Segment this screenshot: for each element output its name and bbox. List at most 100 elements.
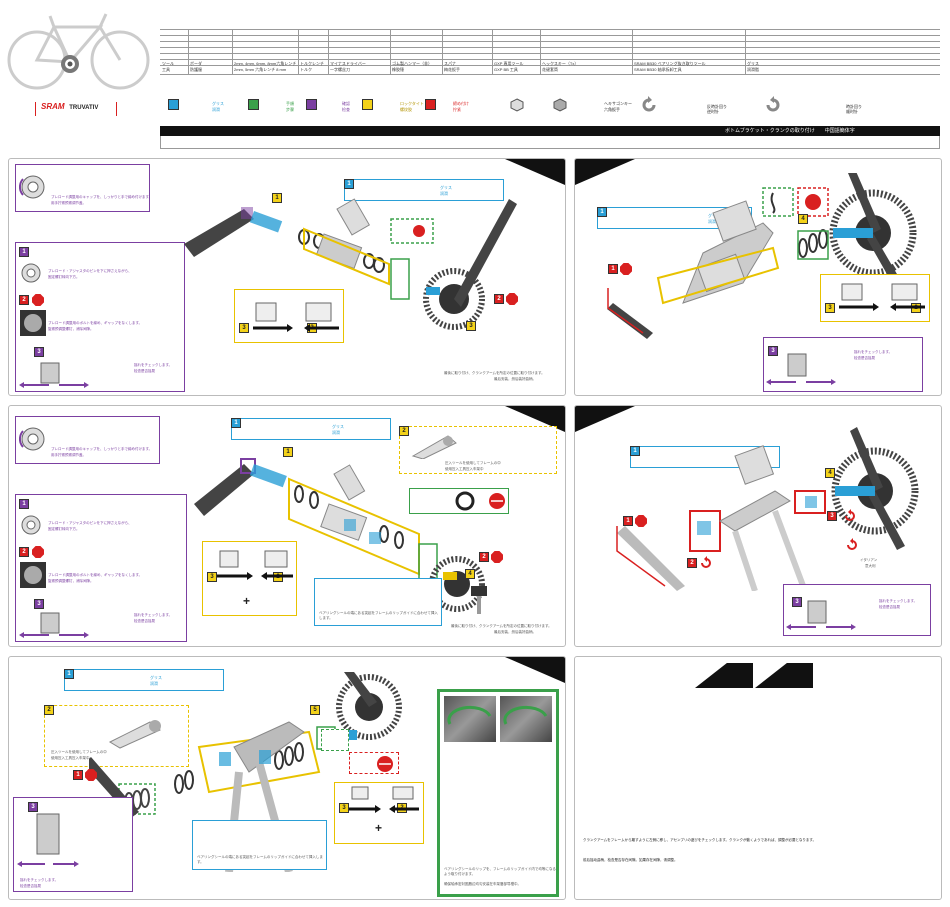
tool-cell: GXP 専用ツール bbox=[494, 61, 524, 66]
press-tool-icon bbox=[839, 283, 925, 311]
press-tool-callout: 3 2 bbox=[234, 289, 344, 343]
step-tag: 1 bbox=[283, 447, 293, 457]
legend-label: 顺时针 bbox=[846, 109, 858, 114]
section-header-bar: ボトムブラケット・クランクの取り付け 中国語簡体字 bbox=[160, 126, 940, 136]
bearing-photo-callout: ベアリングシールのリップを、フレームのリップガイド内で均等になるよう取り付けます… bbox=[437, 689, 559, 897]
tool-cell: ボーダ bbox=[190, 61, 202, 66]
panel-tab-marker bbox=[755, 663, 813, 688]
tool-cell: マイナスドライバー bbox=[330, 61, 366, 66]
note-text: ベアリングシールの端にある突起をフレームのリップガイドに合わせて挿入します。 bbox=[197, 855, 323, 864]
wobble-check-callout: 3 揺れをチェックします。 检查是否摇晃 bbox=[13, 797, 133, 892]
step-tag: 2 bbox=[19, 295, 29, 305]
tool-cell: トルクレンチ bbox=[300, 61, 324, 66]
legend-label: 螺纹胶 bbox=[400, 107, 412, 112]
note-text: 固定螺钉转向下方。 bbox=[48, 527, 80, 531]
tool-cell: ゴム製ハンマー（非） bbox=[392, 61, 432, 66]
panel-tab-marker bbox=[695, 663, 753, 688]
bearing-seal-callout: ベアリングシールの端にある突起をフレームのリップガイドに合わせて挿入します。 bbox=[192, 820, 327, 870]
preload-cap-callout: プレロード調整用のキャップを、しっかりと手で締め付けます。 用手拧紧预紧调节盖。 bbox=[15, 416, 160, 464]
wobble-check-icon bbox=[19, 362, 89, 388]
step-tag: 3 bbox=[825, 303, 835, 313]
note-text: ベアリングシールの端にある突起をフレームのリップガイドに合わせて挿入します。 bbox=[319, 611, 438, 620]
tool-cell: ヘックスキー（Tx） bbox=[542, 61, 579, 66]
note-text: プレロード調整用のボルトを締め、ギャップをなくします。 bbox=[48, 573, 143, 577]
wobble-check-callout: 3 揺れをチェックします。 检查是否摇晃 bbox=[763, 337, 923, 392]
step-tag: 4 bbox=[825, 468, 835, 478]
bearing-photo-2 bbox=[500, 696, 552, 742]
panel-corner bbox=[575, 406, 635, 432]
grease-label: グリス bbox=[332, 424, 344, 429]
grease-label: グリス bbox=[150, 675, 162, 680]
note-text: 圧入ツールを使用してフレームの中 bbox=[445, 461, 501, 465]
note-text: 意大利 bbox=[865, 564, 876, 568]
step-tag: 4 bbox=[798, 214, 808, 224]
wobble-check-icon bbox=[17, 813, 79, 867]
wave-washer-icon bbox=[489, 493, 505, 509]
press-fit-tool-callout: 2 圧入ツールを使用してフレームの中 使用压入工具压入车架中 bbox=[44, 705, 189, 767]
tool-cell: グリス bbox=[747, 61, 759, 66]
bearing-photo-1 bbox=[444, 696, 496, 742]
step-tag: 4 bbox=[465, 569, 475, 579]
hex-nut-icon bbox=[510, 98, 524, 112]
preload-cap-icon bbox=[19, 175, 45, 199]
grease-callout: 1 グリス 润滑 bbox=[64, 669, 224, 691]
step-tag: 3 bbox=[34, 347, 44, 357]
note-text: 检查是否摇晃 bbox=[134, 369, 155, 373]
tool-table: ツール ボーダ 2mm, 4mm, 6mm, 8mm六角レンチ トルクレンチ マ… bbox=[160, 29, 940, 75]
tool-cell: GXP BB 工具 bbox=[494, 67, 518, 72]
grease-label: 润滑 bbox=[150, 681, 158, 686]
adjuster-icon bbox=[21, 515, 41, 535]
bicycle-illustration bbox=[7, 13, 150, 90]
step-tag: 1 bbox=[597, 207, 607, 217]
panel-step-6: クランクアームをフレームから離すように左側に移し、アセンブリの遊びをチェックしま… bbox=[574, 656, 942, 900]
torque-icon bbox=[620, 263, 632, 275]
note-text: 用手拧紧预紧调节盖。 bbox=[51, 453, 86, 457]
step-tag: 1 bbox=[623, 516, 633, 526]
panel-step-1: プレロード調整用のキャップを、しっかりと手で締め付けます。 用手拧紧预紧调节盖。… bbox=[8, 158, 566, 396]
torque-icon bbox=[506, 293, 518, 305]
crankset-exploded-view bbox=[616, 427, 919, 591]
note-text: 揺れをチェックします。 bbox=[879, 599, 918, 603]
press-tool-callout: 3 2 bbox=[820, 274, 930, 322]
panel-step-5: 1 グリス 润滑 2 圧入ツールを使用してフレームの中 使用压入工具压入车架中 … bbox=[8, 656, 566, 900]
note-text: 旋紧预调整螺钉，消除间隙。 bbox=[48, 579, 94, 583]
footnote-text: 最后安装，然后装好曲柄。 bbox=[494, 630, 536, 634]
bearing-seal-callout: ベアリングシールの端にある突起をフレームのリップガイドに合わせて挿入します。 bbox=[314, 578, 442, 626]
spacer-callout bbox=[321, 729, 349, 751]
tool-cell: 防護服 bbox=[190, 67, 202, 72]
preload-steps-callout: 1 プレロード・アジャスタのピンを下に押さえながら、 固定螺钉转向下方。 2 プ… bbox=[15, 242, 185, 392]
step-tag: 1 bbox=[608, 264, 618, 274]
wobble-check-callout: 3 揺れをチェックします。 检查是否摇晃 bbox=[783, 584, 931, 636]
note-text: 使用压入工具压入车架中 bbox=[51, 756, 90, 760]
step-tag: 3 bbox=[34, 599, 44, 609]
torque-icon bbox=[635, 515, 647, 527]
crankset-exploded-view bbox=[194, 458, 485, 612]
crankset-exploded-view bbox=[184, 198, 517, 330]
step-tag: 1 bbox=[64, 669, 74, 679]
step-tag: 1 bbox=[19, 247, 29, 257]
legend-swatch-torque bbox=[425, 99, 436, 110]
grease-label: 润滑 bbox=[708, 219, 716, 224]
press-tool-callout: 3 2 + bbox=[202, 541, 297, 616]
step-tag: 3 bbox=[339, 803, 349, 813]
footnote-text: 最後に取り付け、クランクアームを所定の位置に取り付けます。 bbox=[444, 371, 545, 375]
legend-label: 時計回り bbox=[846, 104, 862, 109]
plus-sign: + bbox=[243, 594, 251, 608]
tool-cell: 2mm, 4mm, 6mm, 8mm六角レンチ bbox=[234, 61, 297, 66]
hex-key-icon bbox=[553, 98, 567, 112]
legend-label: 检查 bbox=[342, 107, 350, 112]
brand-logo: SRAM TRUVATIV bbox=[35, 102, 117, 116]
step-tag: 3 bbox=[207, 572, 217, 582]
torque-icon bbox=[85, 769, 97, 781]
instruction-paragraph: クランクアームをフレームから離すように左側に移し、アセンブリの遊びをチェックしま… bbox=[583, 838, 817, 842]
step-tag: 1 bbox=[19, 499, 29, 509]
step-tag: 1 bbox=[231, 418, 241, 428]
note-text: プレロード・アジャスタのピンを下に押さえながら、 bbox=[48, 269, 132, 273]
step-tag: 3 bbox=[28, 802, 38, 812]
panel-step-4: 1 グリス 润滑 1 2 4 3 イタリアン 意大利 3 揺れをチェックします。… bbox=[574, 405, 942, 647]
preload-cap-callout: プレロード調整用のキャップを、しっかりと手で締め付けます。 用手拧紧预紧调节盖。 bbox=[15, 164, 152, 212]
crankset-exploded-view bbox=[607, 173, 917, 339]
step-tag: 1 bbox=[630, 446, 640, 456]
wave-washer-icon bbox=[377, 756, 393, 772]
wobble-check-icon bbox=[19, 612, 89, 638]
